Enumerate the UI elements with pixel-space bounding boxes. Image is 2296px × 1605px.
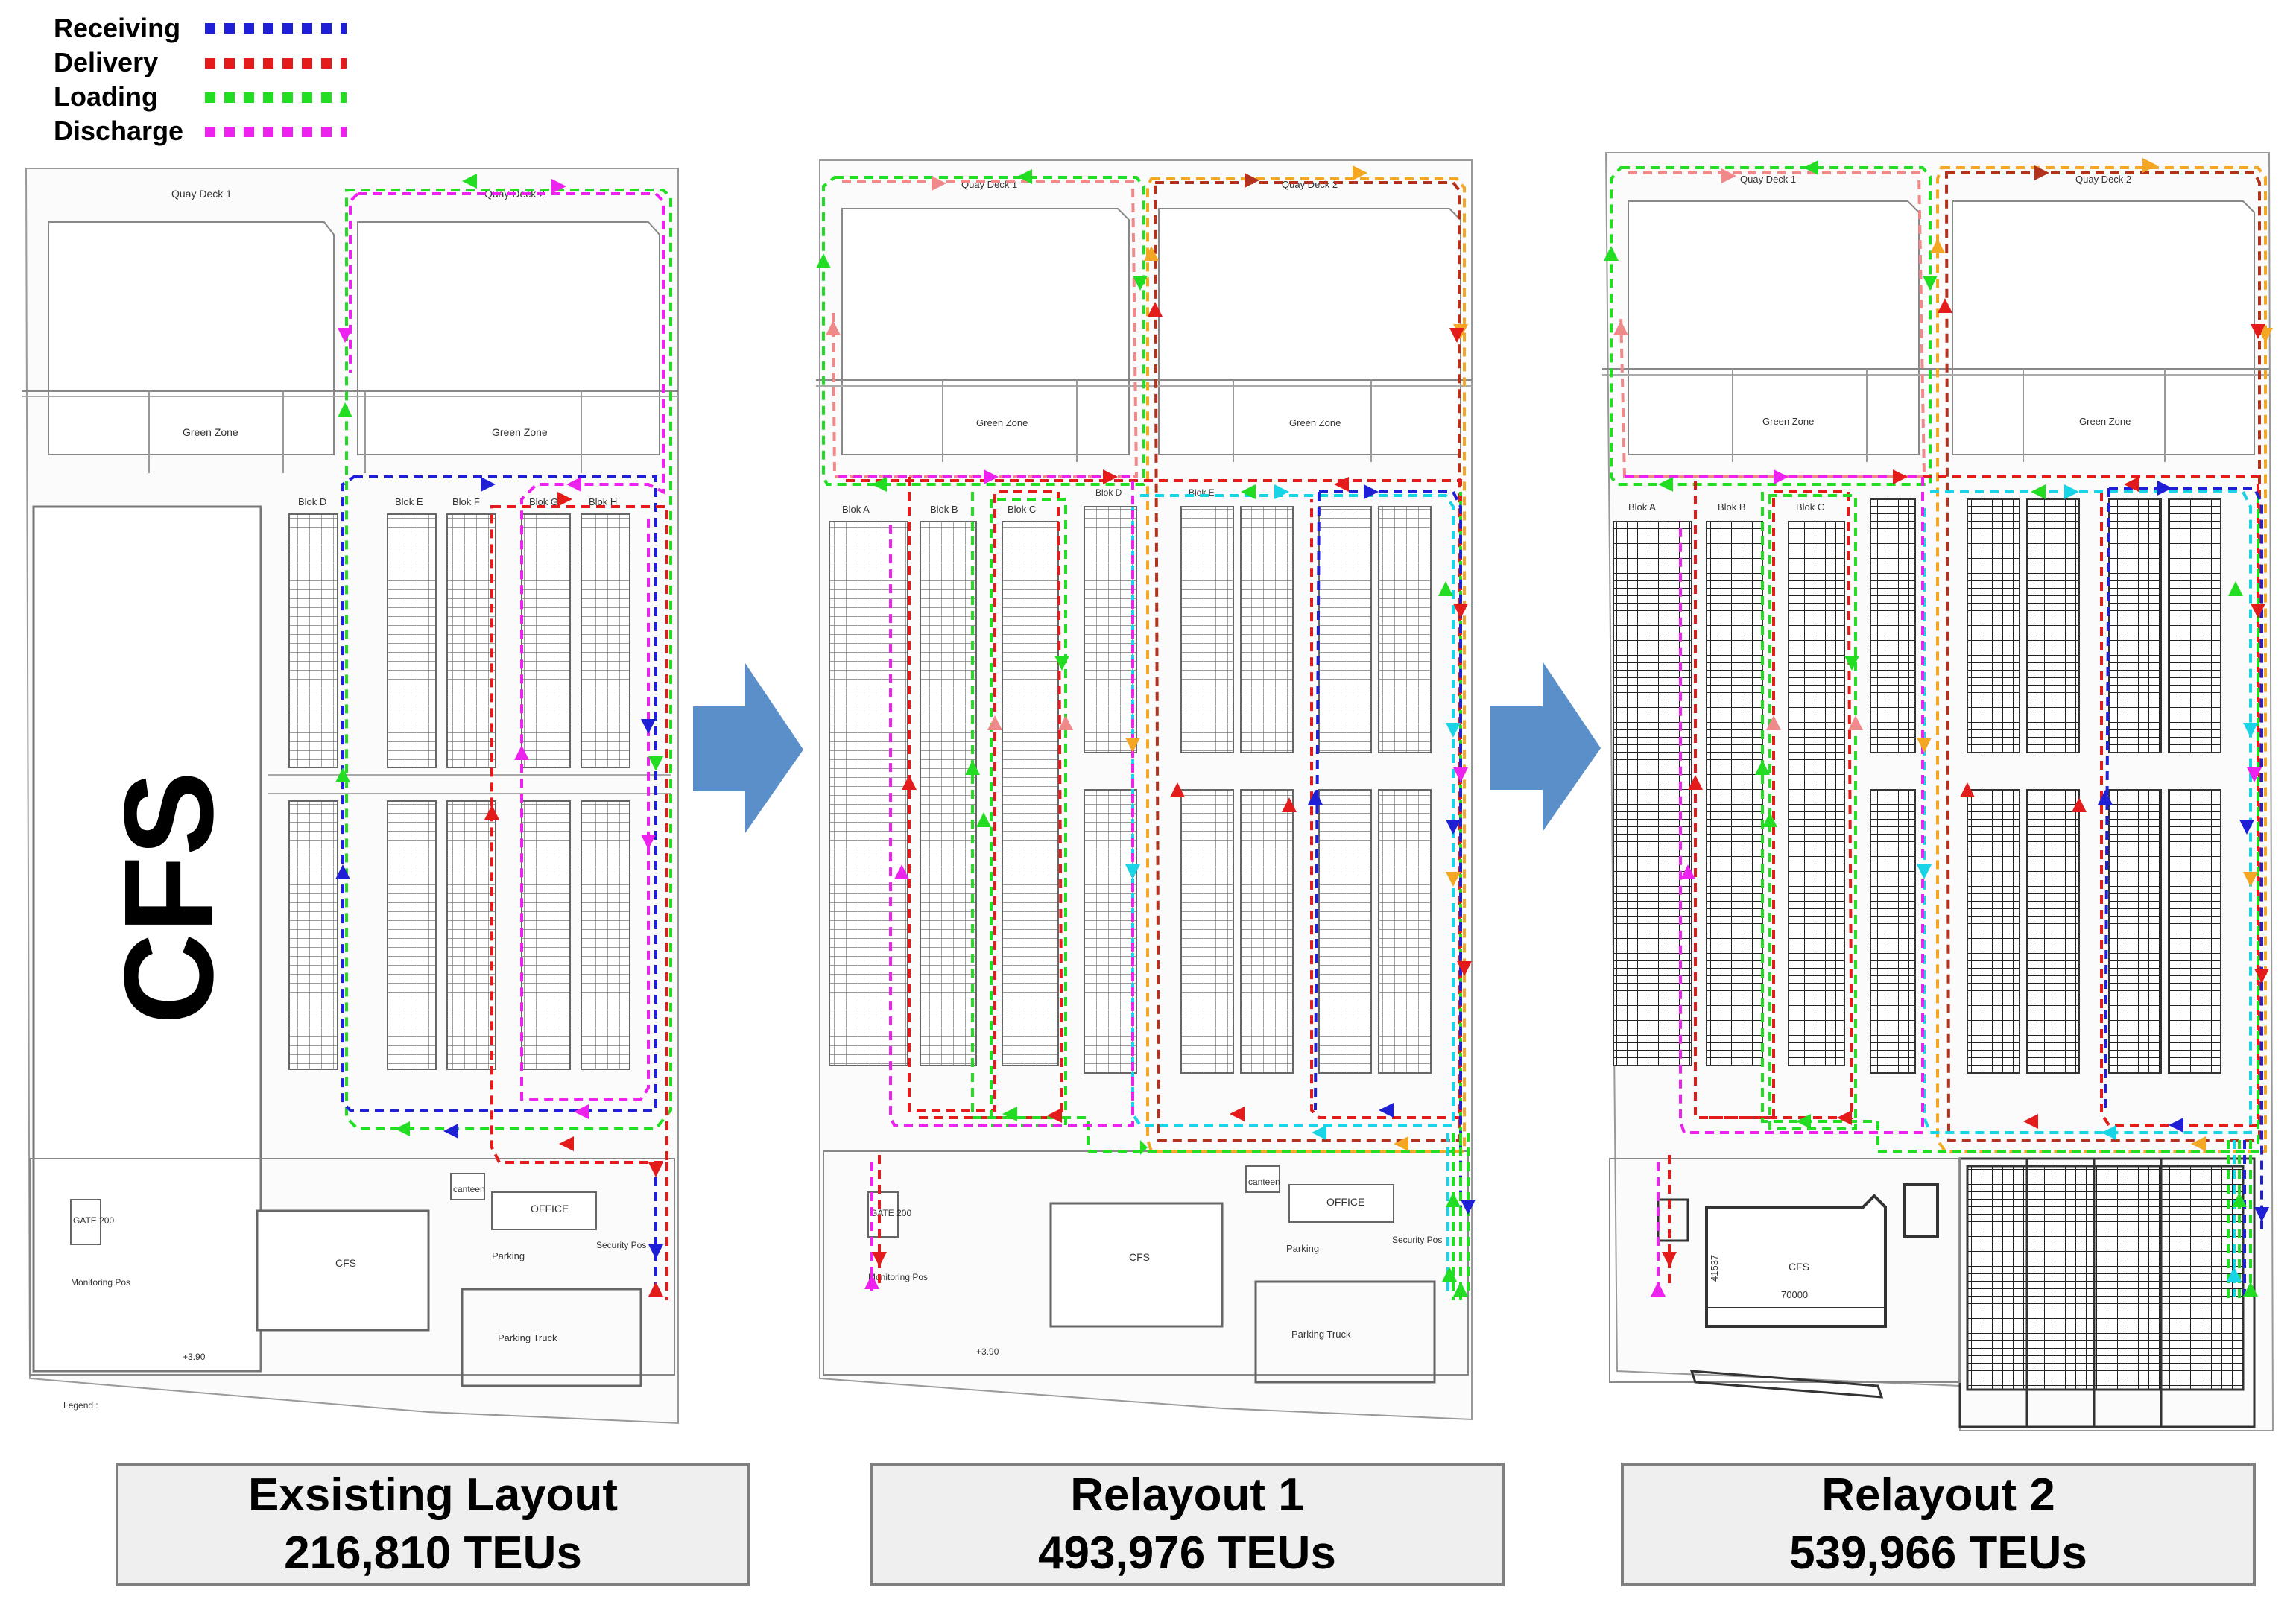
- p2-block-a-label: Blok A: [842, 504, 870, 515]
- p2-route-orange: [1146, 177, 1466, 1153]
- p2-container-blocks: [829, 506, 1432, 1074]
- p1-block-g-label: Blok G: [529, 496, 558, 507]
- p1-quay-deck-1-label: Quay Deck 1: [171, 188, 232, 200]
- p3-route-discharge: [1625, 475, 1924, 1297]
- p2-gate-label: GATE 200: [870, 1208, 911, 1218]
- caption-existing-layout: Exsisting Layout 216,810 TEUs: [116, 1463, 750, 1586]
- p3-green-zone-1-label: Green Zone: [1762, 416, 1814, 427]
- p3-quay-deck-2: [1952, 200, 2255, 455]
- p1-office-label: OFFICE: [531, 1203, 569, 1215]
- p1-elevation-label: +3.90: [183, 1352, 206, 1362]
- p1-canteen-label: canteen: [453, 1184, 485, 1194]
- p1-route-delivery: [490, 505, 668, 1164]
- p2-office: [1288, 1184, 1394, 1223]
- p3-container-blocks: [1613, 498, 2256, 1428]
- p1-green-zone-2-label: Green Zone: [492, 426, 548, 438]
- p1-block-d-label: Blok D: [298, 496, 326, 507]
- p1-security-label: Security Pos: [596, 1240, 646, 1250]
- legend-discharge-label: Discharge: [54, 115, 183, 146]
- p1-route-discharge: [349, 192, 665, 1101]
- p1-gate-label: GATE 200: [73, 1215, 114, 1226]
- p3-cfs-building: [1705, 1194, 1887, 1328]
- p1-block-h-label: Blok H: [589, 496, 617, 507]
- p2-route-arrows: [816, 165, 1476, 1297]
- p3-quay-deck-1-label: Quay Deck 1: [1740, 174, 1796, 185]
- legend: Receiving Delivery Loading Discharge: [54, 13, 347, 146]
- p2-quay-deck-1-label: Quay Deck 1: [961, 179, 1017, 190]
- p3-cfs-label: CFS: [1789, 1261, 1809, 1273]
- p1-cfs-label: CFS: [335, 1257, 356, 1269]
- legend-loading-label: Loading: [54, 81, 158, 112]
- p1-route-loading: [345, 189, 672, 1130]
- p2-block-d-label: Blok D: [1095, 487, 1122, 498]
- p2-parking-truck-label: Parking Truck: [1291, 1329, 1351, 1340]
- caption-teu-value: 539,966 TEUs: [1789, 1528, 2087, 1579]
- caption-title: Relayout 1: [1070, 1469, 1304, 1521]
- p1-parking-label: Parking: [492, 1250, 525, 1261]
- p2-route-delivery: [846, 479, 1462, 1119]
- p1-monitoring-label: Monitoring Pos: [71, 1277, 130, 1288]
- p2-block-c-label: Blok C: [1008, 504, 1036, 515]
- p2-canteen-label: canteen: [1248, 1177, 1280, 1187]
- p3-route-arrows: [1604, 158, 2273, 1297]
- p2-block-b-label: Blok B: [930, 504, 958, 515]
- p2-security-label: Security Pos: [1392, 1235, 1442, 1245]
- p2-cfs-building: [1049, 1202, 1224, 1328]
- p3-dim-height: 41537: [1709, 1255, 1720, 1282]
- panel-existing-layout: Quay Deck 1 Quay Deck 2 Green Zone Green…: [22, 168, 679, 1425]
- caption-relayout-1: Relayout 1 493,976 TEUs: [870, 1463, 1505, 1586]
- p1-block-f-label: Blok F: [452, 496, 480, 507]
- p1-route-arrows: [335, 174, 663, 1297]
- panel-relayout-1: Quay Deck 1 Quay Deck 2 Green Zone Green…: [816, 159, 1476, 1421]
- p3-block-b-label: Blok B: [1718, 501, 1746, 513]
- transition-arrow-1: [693, 663, 803, 833]
- p3-quay-deck-2-label: Quay Deck 2: [2075, 174, 2131, 185]
- caption-teu-value: 216,810 TEUs: [284, 1528, 582, 1579]
- p3-dim-width: 70000: [1781, 1289, 1808, 1300]
- p2-cfs-label: CFS: [1129, 1251, 1150, 1263]
- p2-green-zone-2-label: Green Zone: [1289, 417, 1341, 428]
- p2-route-loading-top: [822, 176, 1145, 486]
- p3-block-a-label: Blok A: [1628, 501, 1656, 513]
- p1-block-e-label: Blok E: [395, 496, 423, 507]
- quay-deck-1: [48, 221, 335, 455]
- p1-office: [491, 1191, 597, 1230]
- p2-quay-deck-2-label: Quay Deck 2: [1282, 179, 1338, 190]
- p2-elevation-label: +3.90: [976, 1346, 999, 1357]
- legend-receiving-label: Receiving: [54, 13, 180, 43]
- p2-office-label: OFFICE: [1326, 1196, 1364, 1208]
- p2-route-cyan: [1131, 494, 1455, 1127]
- legend-delivery-label: Delivery: [54, 47, 158, 77]
- quay-deck-2: [357, 221, 660, 455]
- caption-teu-value: 493,976 TEUs: [1038, 1528, 1336, 1579]
- caption-relayout-2: Relayout 2 539,966 TEUs: [1621, 1463, 2256, 1586]
- p2-quay-deck-1: [841, 208, 1130, 455]
- p2-route-receiving: [1314, 490, 1462, 1207]
- caption-title: Relayout 2: [1821, 1469, 2055, 1521]
- p2-green-zone-1-label: Green Zone: [976, 417, 1028, 428]
- transition-arrow-2: [1490, 662, 1601, 832]
- p1-cfs-building: [256, 1209, 430, 1332]
- p3-green-zone-2-label: Green Zone: [2079, 416, 2131, 427]
- p1-legend-small: Legend :: [63, 1400, 98, 1411]
- panel-relayout-2: Quay Deck 1 Quay Deck 2 Green Zone Green…: [1602, 152, 2274, 1431]
- p3-route-cyan: [1923, 490, 2252, 1134]
- p2-parking-label: Parking: [1286, 1243, 1319, 1254]
- caption-title: Exsisting Layout: [247, 1469, 619, 1521]
- p1-routes: [341, 189, 672, 1300]
- p1-route-receiving: [341, 475, 657, 1112]
- p2-monitoring-label: Monitoring Pos: [868, 1272, 928, 1282]
- p1-green-zone-1-label: Green Zone: [183, 426, 238, 438]
- cfs-big-label: CFS: [98, 771, 240, 1025]
- p3-block-c-label: Blok C: [1796, 501, 1824, 513]
- p3-quay-deck-1: [1628, 200, 1920, 455]
- p1-parking-truck-label: Parking Truck: [498, 1332, 557, 1343]
- p1-container-blocks: [268, 513, 671, 1070]
